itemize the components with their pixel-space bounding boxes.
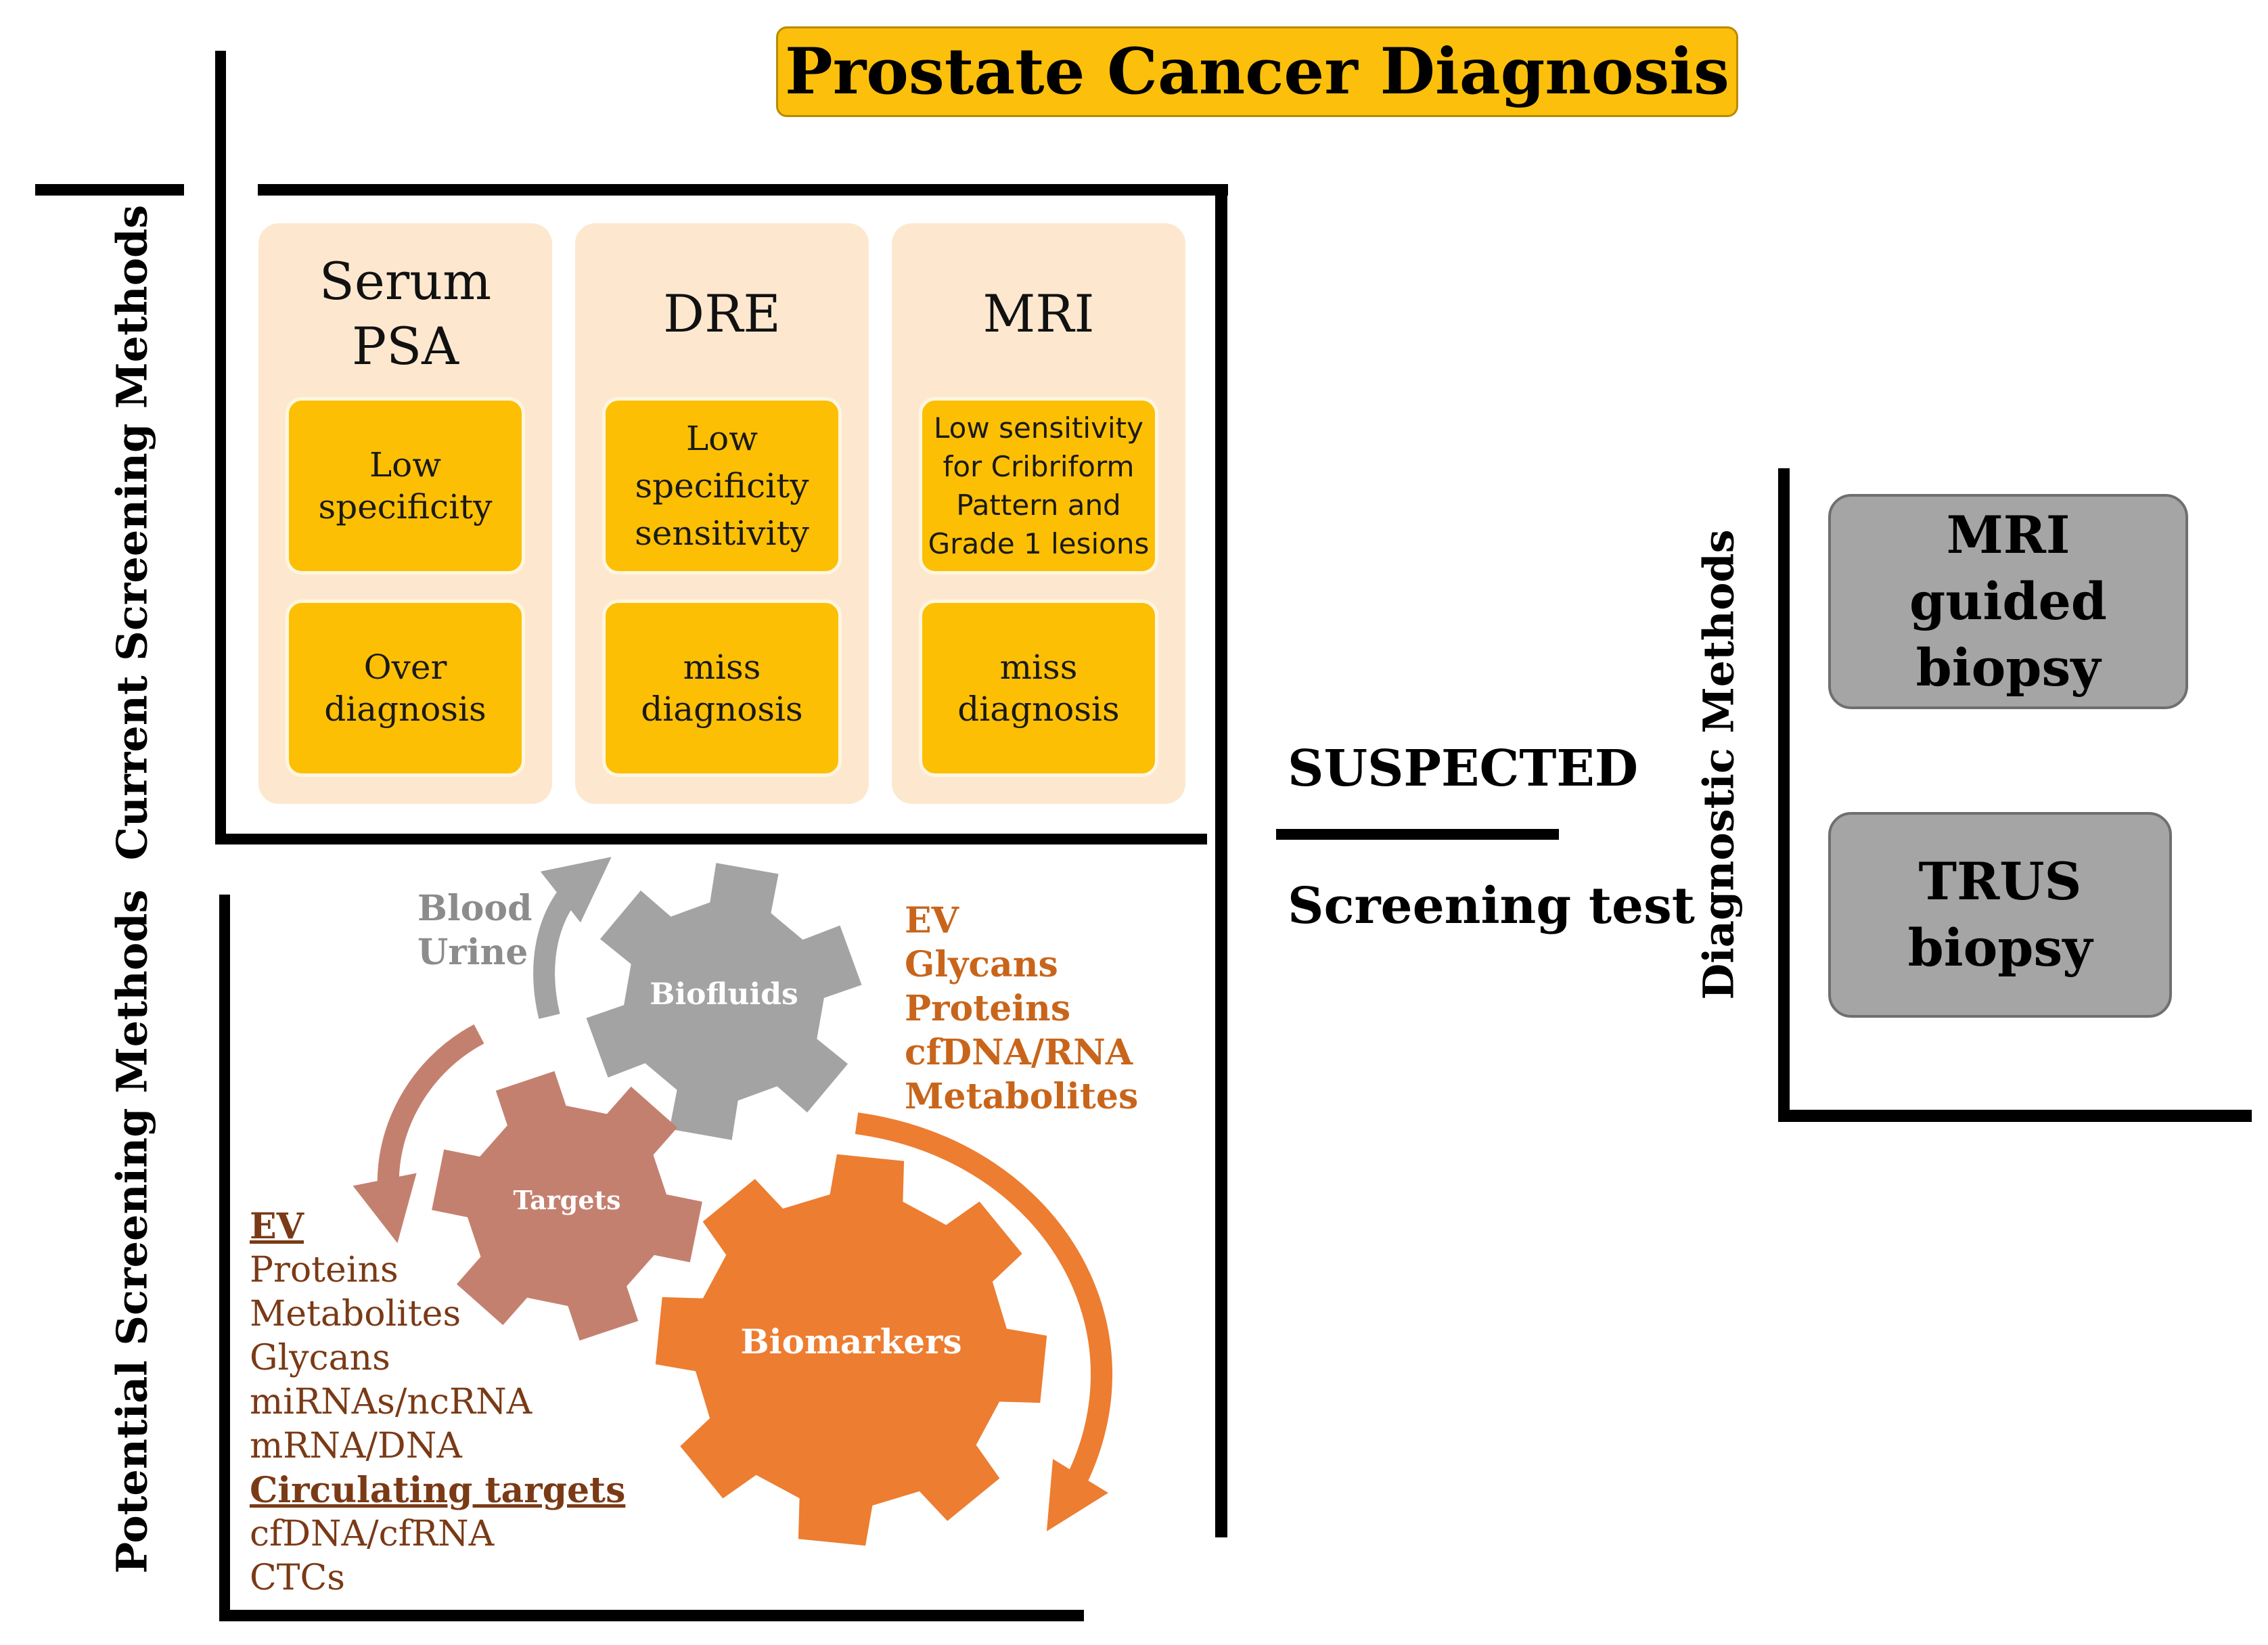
screening-test-label: Screening test bbox=[1288, 877, 1695, 935]
target-circulating-heading: Circulating targets bbox=[250, 1470, 626, 1511]
biomarkers-gear-label: Biomarkers bbox=[740, 1322, 961, 1361]
target-list: EV Proteins Metabolites Glycans miRNAs/n… bbox=[250, 1204, 625, 1600]
gear-biofluids-shape bbox=[586, 863, 862, 1140]
biomarkers-gear bbox=[655, 1154, 1047, 1546]
cycle-arrow-brown bbox=[353, 1024, 484, 1244]
method-limitation: miss diagnosis bbox=[602, 600, 842, 777]
cycle-arrow-orange bbox=[855, 1112, 1113, 1531]
method-limitation: Low sensitivity for Cribriform Pattern a… bbox=[919, 397, 1158, 574]
potential-methods-bottom-bar bbox=[219, 1610, 1084, 1621]
potential-methods-left-bar bbox=[219, 895, 230, 1619]
center-vertical-divider bbox=[1215, 184, 1227, 1537]
suspected-label: SUSPECTED bbox=[1288, 740, 1638, 798]
biomarker-list: EV Glycans Proteins cfDNA/RNA Metabolite… bbox=[905, 899, 1138, 1119]
biomarker-item: Proteins bbox=[905, 988, 1071, 1029]
target-item: Glycans bbox=[250, 1338, 390, 1378]
current-methods-bottom-bar bbox=[215, 834, 1207, 844]
biomarker-item: Glycans bbox=[905, 944, 1058, 985]
biofluids-gear-label: Biofluids bbox=[650, 977, 798, 1012]
biomarker-item: EV bbox=[905, 900, 959, 941]
trus-biopsy-box: TRUS biopsy bbox=[1828, 812, 2172, 1018]
current-methods-top-left-bar bbox=[35, 184, 184, 196]
target-item: CTCs bbox=[250, 1558, 345, 1598]
diagram-title: Prostate Cancer Diagnosis bbox=[776, 26, 1738, 117]
current-methods-top-bar bbox=[258, 184, 1228, 196]
cycle-arrow-gray bbox=[533, 857, 612, 1019]
target-item: Proteins bbox=[250, 1250, 399, 1290]
diagnostic-left-bar bbox=[1778, 468, 1790, 1121]
target-ev-heading: EV bbox=[250, 1206, 304, 1247]
gear-targets-shape bbox=[432, 1071, 702, 1341]
method-limitation: Low specificity sensitivity bbox=[602, 397, 842, 574]
method-column-dre: DRE Low specificity sensitivity miss dia… bbox=[575, 223, 869, 804]
method-column-mri: MRI Low sensitivity for Cribriform Patte… bbox=[892, 223, 1185, 804]
targets-gear-label: Targets bbox=[514, 1185, 621, 1215]
left-vertical-divider bbox=[215, 51, 226, 844]
target-item: miRNAs/ncRNA bbox=[250, 1382, 532, 1422]
target-item: mRNA/DNA bbox=[250, 1426, 462, 1466]
target-item: cfDNA/cfRNA bbox=[250, 1514, 495, 1554]
biofluid-sources: Blood Urine bbox=[417, 886, 532, 974]
biofluid-source: Blood bbox=[417, 888, 532, 929]
method-title: MRI bbox=[982, 284, 1095, 344]
method-title: DRE bbox=[663, 284, 781, 344]
biofluid-source: Urine bbox=[417, 932, 528, 973]
method-limitation: Over diagnosis bbox=[286, 600, 525, 777]
method-limitation: miss diagnosis bbox=[919, 600, 1158, 777]
method-column-serum-psa: Serum PSA Low specificity Over diagnosis bbox=[258, 223, 552, 804]
target-item: Metabolites bbox=[250, 1294, 461, 1334]
suspected-divider bbox=[1276, 829, 1559, 840]
targets-gear bbox=[432, 1071, 702, 1341]
biomarker-item: Metabolites bbox=[905, 1076, 1139, 1117]
method-title: Serum PSA bbox=[319, 251, 492, 376]
biomarker-item: cfDNA/RNA bbox=[905, 1032, 1133, 1073]
diagnostic-bottom-bar bbox=[1778, 1110, 2252, 1122]
gear-biomarkers-shape bbox=[655, 1154, 1047, 1546]
method-limitation: Low specificity bbox=[286, 397, 525, 574]
biofluids-gear bbox=[586, 863, 862, 1140]
mri-guided-biopsy-box: MRI guided biopsy bbox=[1828, 494, 2188, 709]
